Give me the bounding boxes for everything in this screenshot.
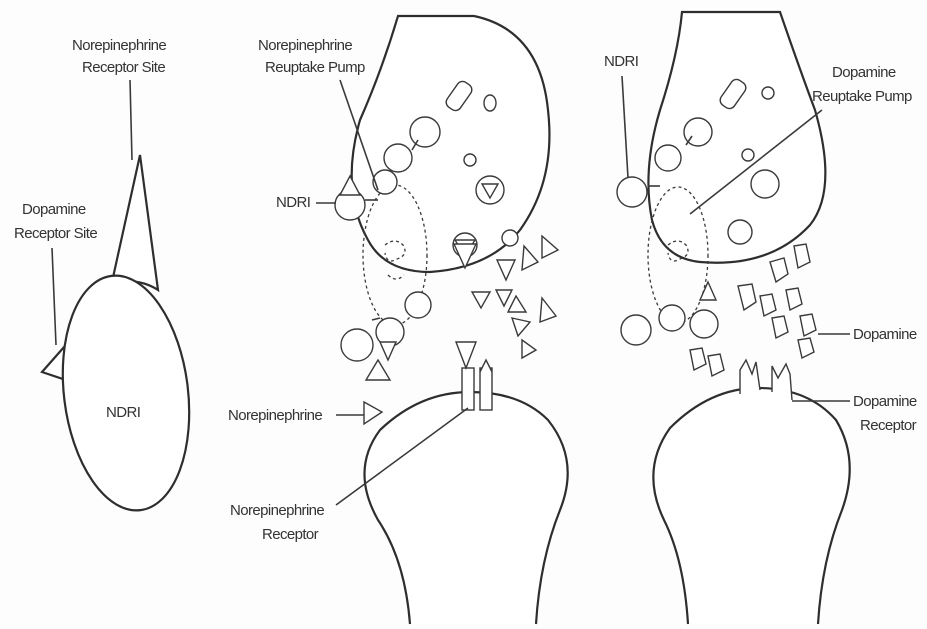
vesicle-small <box>464 154 476 166</box>
ne-receptor-site-label-line1: Norepinephrine <box>72 37 166 54</box>
ndri-spike <box>380 342 396 360</box>
ne-receptor-site-spike <box>112 155 158 290</box>
ne-receptor <box>456 342 492 410</box>
da-receptor-site-label-line2: Receptor Site <box>14 225 97 242</box>
da-receptor-label-line2: Receptor <box>860 417 917 434</box>
ndri-molecule <box>341 329 373 361</box>
vesicle-small <box>762 87 774 99</box>
pump-core <box>388 275 404 279</box>
ndri-molecule <box>373 170 397 194</box>
ne-synapse <box>335 16 568 624</box>
ne-receptor-right <box>480 368 492 410</box>
presynaptic-terminal <box>352 16 550 272</box>
ne-receptor-label-line1: Norepinephrine <box>230 502 324 519</box>
postsynaptic-neuron <box>653 388 849 624</box>
da-label: Dopamine <box>853 326 917 343</box>
vesicle-with-da <box>728 220 752 244</box>
ndri-molecule <box>405 292 431 318</box>
ndri-spike <box>700 282 716 300</box>
ne-receptor-site-label-line2: Receptor Site <box>82 59 165 76</box>
bound-ne <box>456 342 476 368</box>
vesicle-with-da <box>751 170 779 198</box>
da-receptor-label-line1: Dopamine <box>853 393 917 410</box>
vesicle-small <box>484 95 496 111</box>
ndri-molecule <box>655 145 681 171</box>
ne-reuptake-pump-label-line2: Reuptake Pump <box>265 59 365 76</box>
ne-reuptake-pump-label-line1: Norepinephrine <box>258 37 352 54</box>
empty-binding-site <box>480 360 492 372</box>
ndri-molecule <box>410 117 440 147</box>
postsynaptic-neuron <box>364 392 567 624</box>
ndri-molecule <box>384 144 412 172</box>
da-molecules-cleft <box>690 244 816 376</box>
vesicle-small <box>742 149 754 161</box>
ndri-molecule <box>690 310 718 338</box>
da-site-leader-line <box>52 248 56 345</box>
right-ndri-leader-line <box>622 76 628 178</box>
da-receptor-site-label-line1: Dopamine <box>22 201 86 218</box>
ndri-molecule <box>621 315 651 345</box>
da-reuptake-pump-label-line2: Reuptake Pump <box>812 88 912 105</box>
ndri-molecule <box>659 305 685 331</box>
ndri-label: NDRI <box>106 404 140 421</box>
mid-ndri-label: NDRI <box>276 194 310 211</box>
ne-receptor-label-line2: Receptor <box>262 526 319 543</box>
ne-receptor-left <box>462 368 474 410</box>
ndri-body <box>50 268 202 517</box>
ndri-molecule <box>617 177 647 207</box>
da-receptor <box>740 360 760 394</box>
da-reuptake-pump-label-line1: Dopamine <box>832 64 896 81</box>
ne-label: Norepinephrine <box>228 407 322 424</box>
right-ndri-label: NDRI <box>604 53 638 70</box>
ne-site-leader-line <box>130 80 132 160</box>
vesicle-small <box>502 230 518 246</box>
